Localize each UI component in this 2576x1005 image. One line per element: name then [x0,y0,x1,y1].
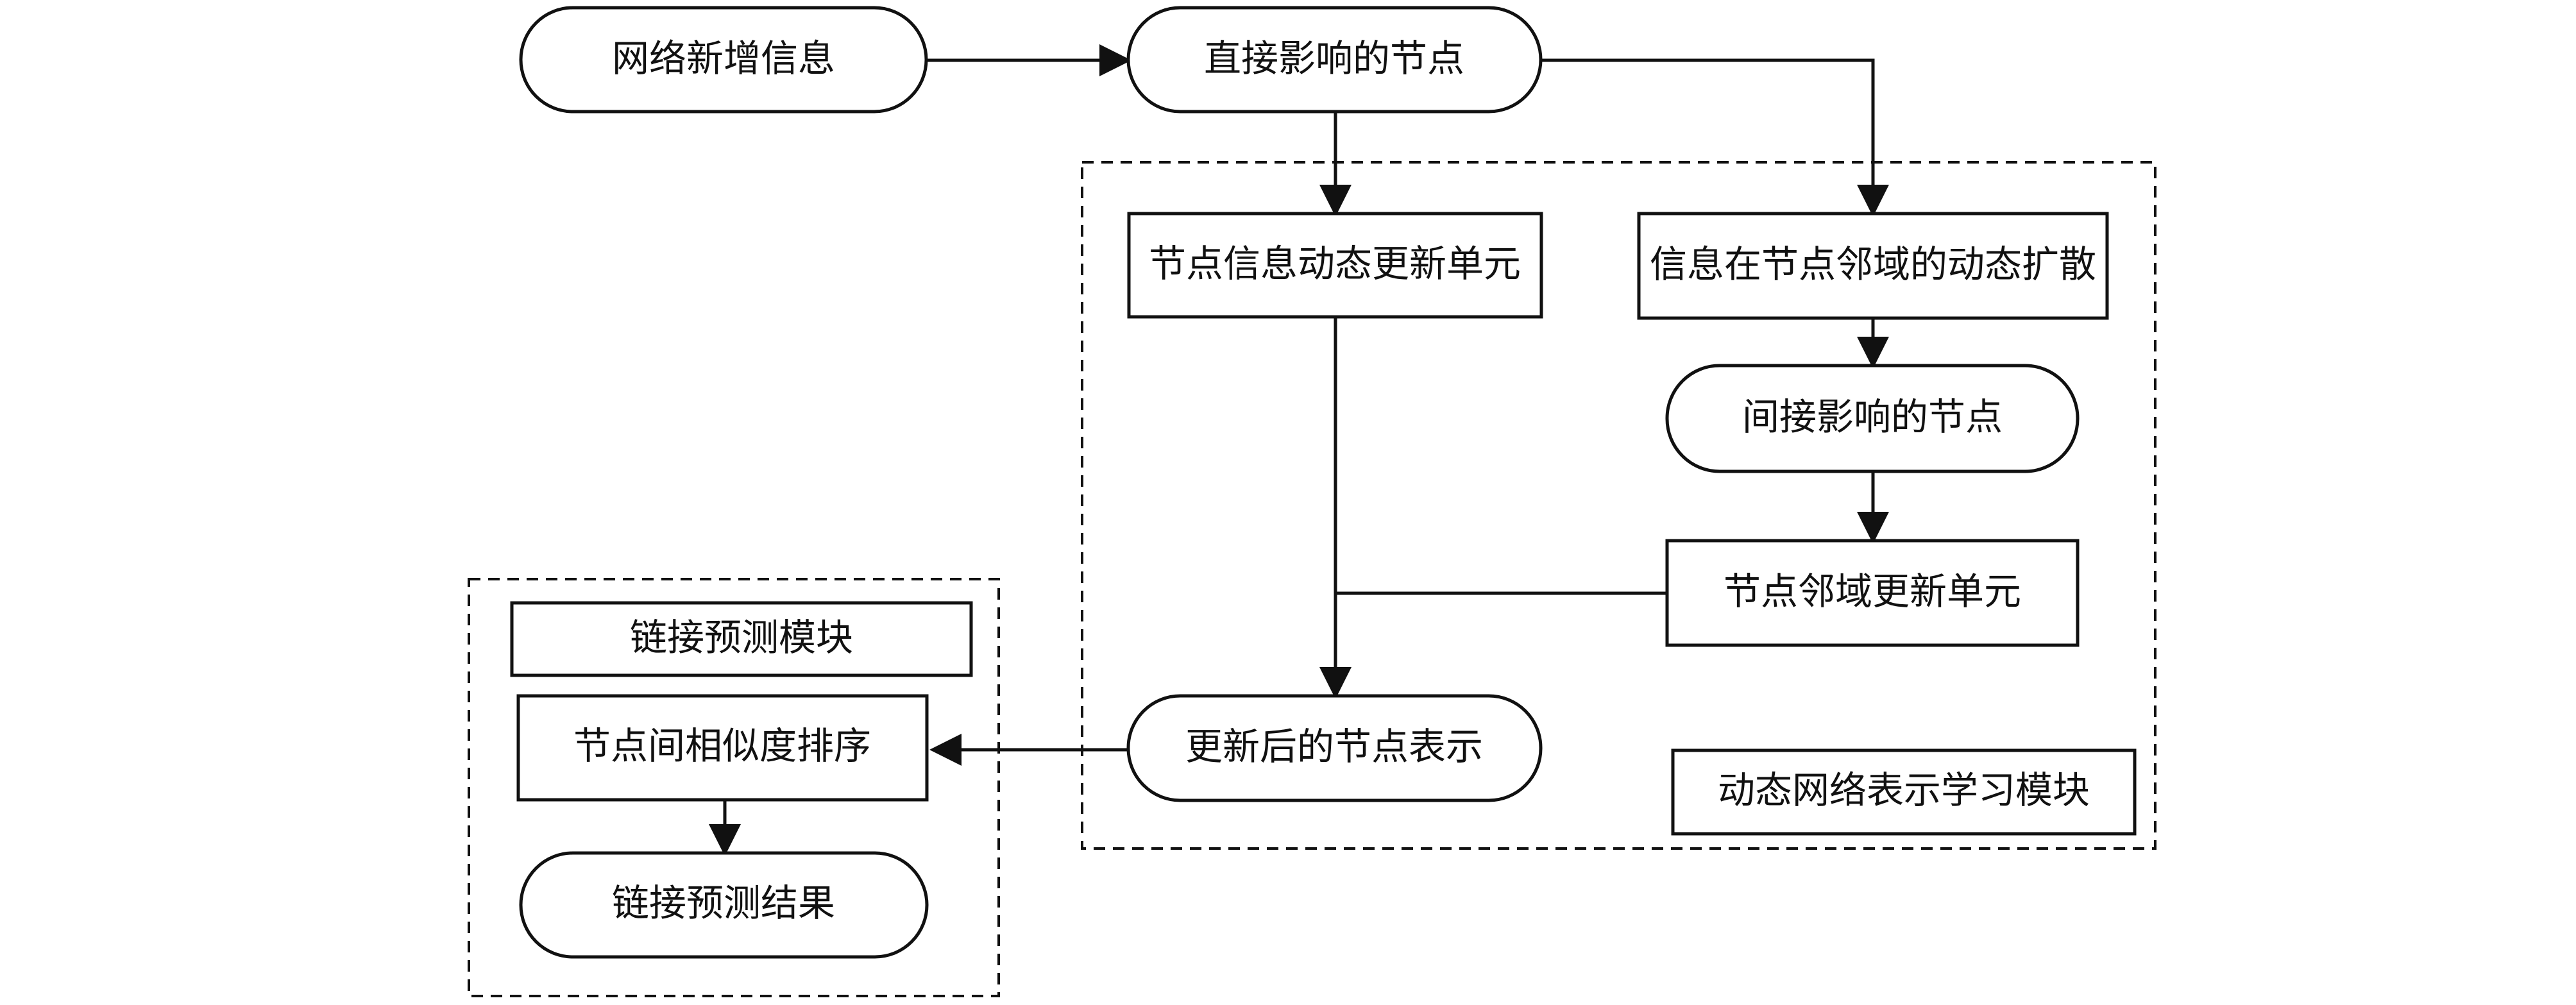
node-link-prediction-result-label: 链接预测结果 [612,881,835,925]
node-link-prediction-result: 链接预测结果 [519,851,929,959]
edge-direct-nodes-to-diffusion [1541,58,1889,217]
node-indirectly-affected-label: 间接影响的节点 [1742,395,2003,439]
node-network-new-info: 网络新增信息 [519,6,928,114]
node-info-diffusion: 信息在节点邻域的动态扩散 [1637,212,2109,320]
link-prediction-module-container [468,578,1000,997]
node-updated-representation: 更新后的节点表示 [1126,694,1543,802]
node-info-update-unit-label: 节点信息动态更新单元 [1149,242,1521,285]
node-directly-affected-label: 直接影响的节点 [1204,37,1464,80]
label-dynamic-network-module-text: 动态网络表示学习模块 [1718,768,2090,812]
node-similarity-ranking-label: 节点间相似度排序 [573,724,871,768]
dynamic-network-module-container [1081,161,2157,850]
node-directly-affected: 直接影响的节点 [1126,6,1543,114]
node-indirectly-affected: 间接影响的节点 [1665,364,2080,473]
node-info-update-unit: 节点信息动态更新单元 [1127,212,1543,319]
node-updated-representation-label: 更新后的节点表示 [1185,725,1483,768]
node-similarity-ranking: 节点间相似度排序 [516,694,929,802]
node-neighborhood-update-unit: 节点邻域更新单元 [1665,539,2080,647]
node-info-diffusion-label: 信息在节点邻域的动态扩散 [1650,242,2096,286]
node-neighborhood-update-unit-label: 节点邻域更新单元 [1724,570,2021,613]
label-dynamic-network-module: 动态网络表示学习模块 [1671,748,2137,836]
label-link-prediction-module-text: 链接预测模块 [630,616,853,659]
node-network-new-info-label: 网络新增信息 [612,37,835,80]
label-link-prediction-module: 链接预测模块 [510,601,973,677]
